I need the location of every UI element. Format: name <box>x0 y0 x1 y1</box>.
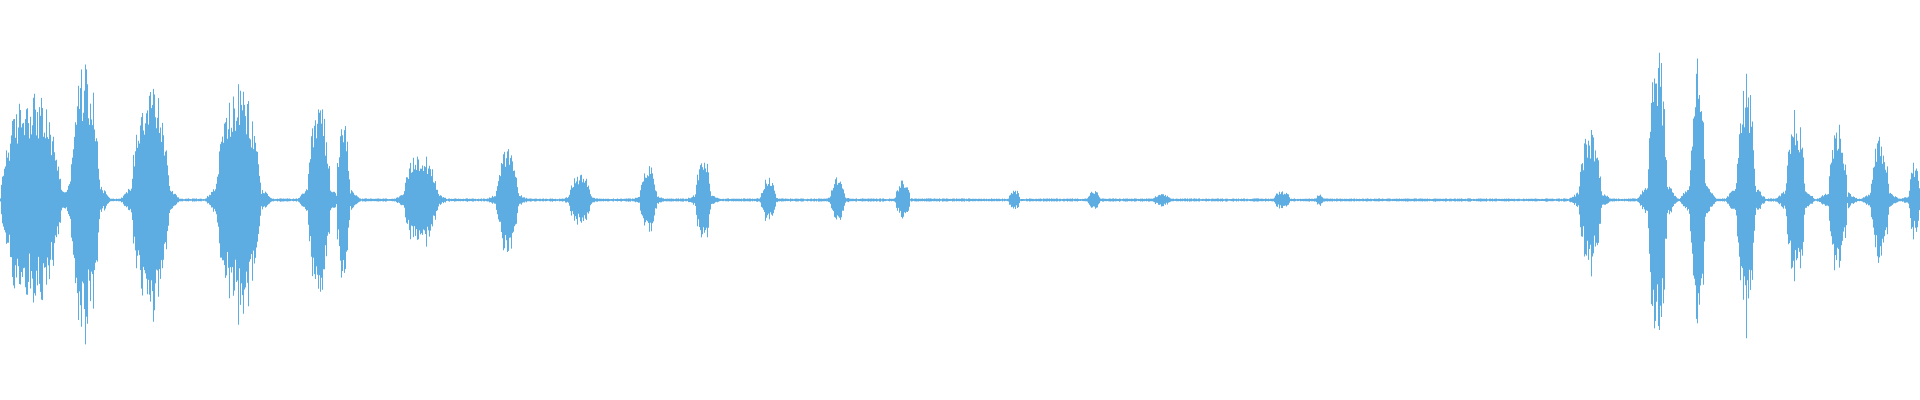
waveform-bars <box>0 52 1920 345</box>
waveform-amplitude-path <box>0 52 1920 345</box>
